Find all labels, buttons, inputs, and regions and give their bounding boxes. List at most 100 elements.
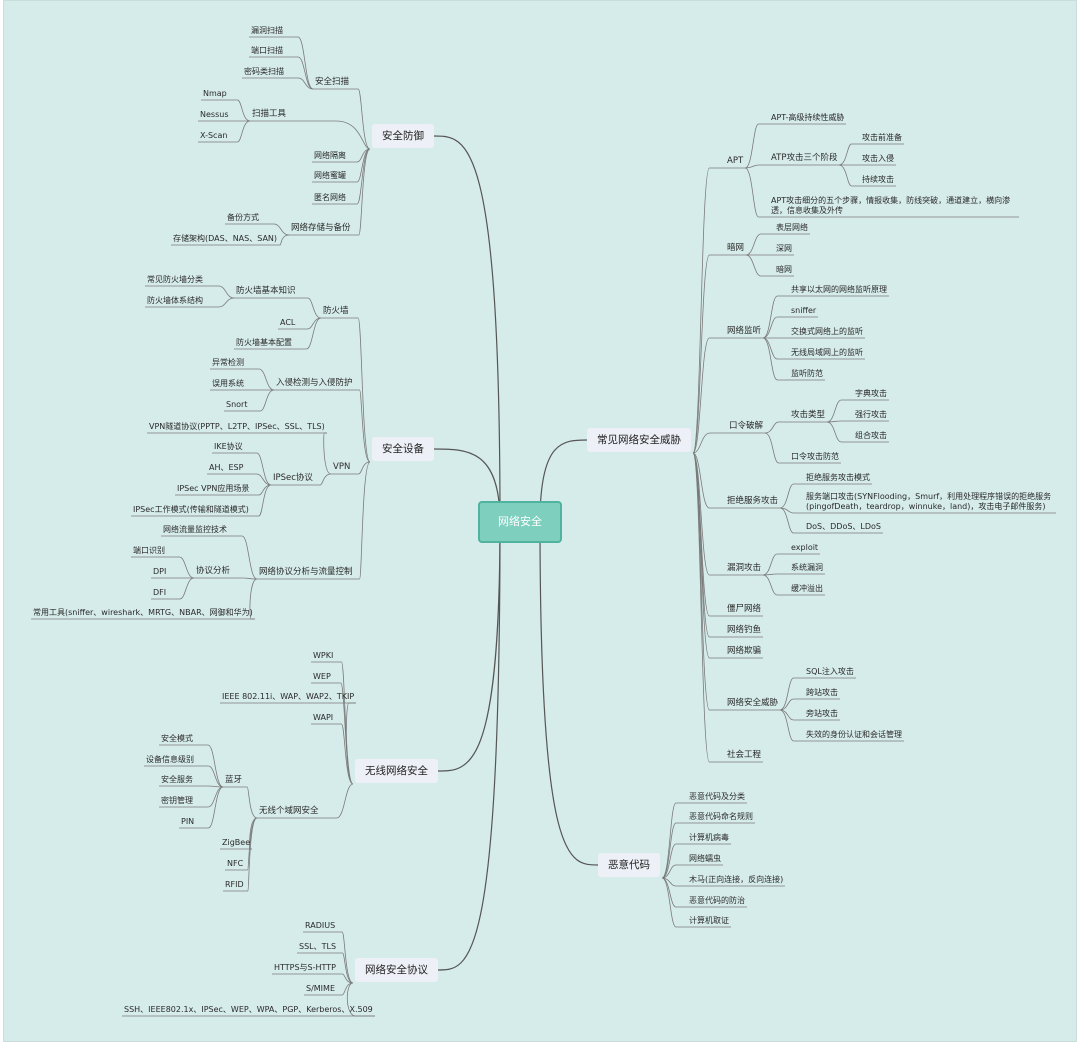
leaf-password-defense[interactable]: 口令攻击防范 (791, 452, 839, 461)
leaf-wpki[interactable]: WPKI (313, 651, 334, 660)
leaf-zigbee[interactable]: ZigBee (222, 838, 251, 847)
leaf-xss[interactable]: 跨站攻击 (806, 688, 838, 697)
leaf-port-scan[interactable]: 端口扫描 (251, 46, 283, 55)
node-scan-tools[interactable]: 扫描工具 (252, 109, 287, 119)
leaf-firewall-types[interactable]: 常见防火墙分类 (147, 275, 203, 284)
leaf-smime[interactable]: S/MIME (306, 984, 335, 993)
leaf-wapi[interactable]: WAPI (313, 713, 334, 722)
leaf-ipsec-modes[interactable]: IPSec工作模式(传输和隧道模式) (133, 505, 249, 514)
branch-security-devices[interactable]: 安全设备 (372, 437, 434, 461)
branch-security-defense[interactable]: 安全防御 (372, 124, 434, 148)
leaf-firewall-config[interactable]: 防火墙基本配置 (236, 338, 292, 347)
leaf-ssl-tls[interactable]: SSL、TLS (299, 942, 337, 951)
leaf-vuln-scan[interactable]: 漏洞扫描 (251, 26, 283, 35)
branch-common-threats[interactable]: 常见网络安全威胁 (587, 428, 691, 452)
leaf-vpn-tunnel[interactable]: VPN隧道协议(PPTP、L2TP、IPSec、SSL、TLS) (149, 422, 325, 431)
node-atp-stages[interactable]: ATP攻击三个阶段 (771, 153, 838, 163)
leaf-malware-types[interactable]: 恶意代码及分类 (689, 792, 745, 801)
leaf-misuse-system[interactable]: 误用系统 (212, 379, 244, 388)
node-sniffing[interactable]: 网络监听 (727, 326, 762, 336)
leaf-malware-naming[interactable]: 恶意代码命名规则 (689, 812, 753, 821)
leaf-sniff-prevent[interactable]: 监听防范 (791, 369, 823, 378)
leaf-virus[interactable]: 计算机病毒 (689, 833, 729, 842)
node-darknet[interactable]: 暗网 (727, 243, 745, 253)
leaf-dark-web[interactable]: 暗网 (776, 265, 792, 274)
leaf-worm[interactable]: 网络蠕虫 (689, 854, 721, 863)
leaf-combo-attack[interactable]: 组合攻击 (855, 431, 887, 440)
leaf-sql-injection[interactable]: SQL注入攻击 (806, 667, 854, 676)
leaf-acl[interactable]: ACL (280, 318, 296, 327)
leaf-xscan[interactable]: X-Scan (200, 131, 228, 140)
node-firewall[interactable]: 防火墙 (323, 306, 349, 316)
node-password-crack[interactable]: 口令破解 (729, 421, 764, 431)
leaf-snort[interactable]: Snort (226, 400, 248, 409)
leaf-trojan[interactable]: 木马(正向连接，反向连接) (689, 875, 784, 884)
leaf-pre-attack[interactable]: 攻击前准备 (862, 133, 902, 142)
leaf-ipsec-scenarios[interactable]: IPSec VPN应用场景 (177, 484, 250, 493)
node-protocol-traffic[interactable]: 网络协议分析与流量控制 (259, 567, 353, 577)
leaf-pin[interactable]: PIN (181, 817, 195, 826)
node-dos[interactable]: 拒绝服务攻击 (727, 496, 779, 506)
leaf-ieee80211i[interactable]: IEEE 802.11i、WAP、WAP2、TKIP (222, 692, 355, 701)
node-botnet[interactable]: 僵尸网络 (727, 604, 762, 614)
leaf-https-shttp[interactable]: HTTPS与S-HTTP (274, 963, 336, 972)
branch-wireless-security[interactable]: 无线网络安全 (355, 759, 438, 783)
node-phishing[interactable]: 网络钓鱼 (727, 625, 762, 635)
leaf-key-management[interactable]: 密钥管理 (161, 796, 193, 805)
leaf-dos-ddos-ldos[interactable]: DoS、DDoS、LDoS (806, 522, 882, 531)
leaf-buffer-overflow[interactable]: 缓冲溢出 (791, 584, 823, 593)
node-bluetooth[interactable]: 蓝牙 (225, 775, 243, 785)
leaf-shared-ethernet[interactable]: 共享以太网的网络监听原理 (791, 285, 887, 294)
leaf-dos-mode[interactable]: 拒绝服务攻击模式 (806, 473, 870, 482)
leaf-storage-arch[interactable]: 存储架构(DAS、NAS、SAN) (173, 234, 278, 243)
leaf-apt-def[interactable]: APT-高级持续性威胁 (771, 113, 845, 122)
leaf-nfc[interactable]: NFC (227, 859, 244, 868)
leaf-port-identify[interactable]: 端口识别 (133, 546, 165, 555)
leaf-anomaly-detect[interactable]: 异常检测 (212, 358, 244, 367)
leaf-surface-web[interactable]: 表层网络 (776, 223, 808, 232)
node-spoofing[interactable]: 网络欺骗 (727, 646, 762, 656)
root-node[interactable]: 网络安全 (478, 501, 562, 543)
leaf-exploit[interactable]: exploit (791, 543, 819, 552)
node-apt[interactable]: APT (727, 156, 744, 166)
leaf-dictionary-attack[interactable]: 字典攻击 (855, 389, 887, 398)
leaf-traffic-monitor[interactable]: 网络流量监控技术 (163, 525, 227, 534)
leaf-nmap[interactable]: Nmap (203, 89, 227, 98)
leaf-dfi[interactable]: DFI (153, 588, 167, 597)
leaf-broken-auth[interactable]: 失效的身份认证和会话管理 (806, 730, 902, 739)
leaf-brute-force[interactable]: 强行攻击 (855, 410, 887, 419)
leaf-radius[interactable]: RADIUS (305, 921, 336, 930)
leaf-password-scan[interactable]: 密码类扫描 (244, 67, 284, 76)
leaf-ike[interactable]: IKE协议 (214, 442, 243, 451)
leaf-persistent-attack[interactable]: 持续攻击 (862, 175, 894, 184)
leaf-wep[interactable]: WEP (313, 672, 331, 681)
leaf-apt-steps[interactable]: APT攻击细分的五个步骤，情报收集，防线突破，通道建立，横向渗透，信息收集及外传 (771, 196, 1011, 215)
leaf-wlan-sniff[interactable]: 无线局域网上的监听 (791, 348, 863, 357)
leaf-port-attack[interactable]: 服务端口攻击(SYNFlooding，Smurf，利用处理程序错误的拒绝服务(p… (806, 492, 1052, 511)
leaf-security-mode[interactable]: 安全模式 (161, 734, 193, 743)
leaf-network-isolation[interactable]: 网络隔离 (314, 151, 346, 160)
node-protocol-analysis[interactable]: 协议分析 (196, 566, 231, 576)
node-storage-backup[interactable]: 网络存储与备份 (291, 223, 351, 233)
leaf-nessus[interactable]: Nessus (200, 110, 229, 119)
leaf-ah-esp[interactable]: AH、ESP (209, 463, 244, 472)
leaf-anonymous-network[interactable]: 匿名网络 (314, 193, 346, 202)
leaf-device-info-level[interactable]: 设备信息级别 (146, 755, 194, 764)
leaf-honeypot[interactable]: 网络蜜罐 (314, 171, 346, 180)
node-firewall-basics[interactable]: 防火墙基本知识 (236, 286, 296, 296)
leaf-deep-web[interactable]: 深网 (776, 244, 792, 253)
branch-malware[interactable]: 恶意代码 (598, 853, 660, 877)
leaf-security-service[interactable]: 安全服务 (161, 775, 193, 784)
branch-security-protocols[interactable]: 网络安全协议 (355, 958, 438, 982)
leaf-sniffer[interactable]: sniffer (791, 306, 817, 315)
node-vpn[interactable]: VPN (333, 462, 351, 472)
node-social-engineering[interactable]: 社会工程 (727, 750, 762, 760)
leaf-system-vuln[interactable]: 系统漏洞 (791, 563, 823, 572)
leaf-side-site[interactable]: 旁站攻击 (806, 709, 838, 718)
leaf-backup-mode[interactable]: 备份方式 (227, 213, 259, 222)
leaf-malware-defense[interactable]: 恶意代码的防治 (689, 896, 745, 905)
leaf-intrusion[interactable]: 攻击入侵 (862, 154, 894, 163)
node-web-threats[interactable]: 网络安全威胁 (727, 698, 779, 708)
leaf-forensics[interactable]: 计算机取证 (689, 916, 729, 925)
node-wpan-security[interactable]: 无线个域网安全 (259, 806, 319, 816)
